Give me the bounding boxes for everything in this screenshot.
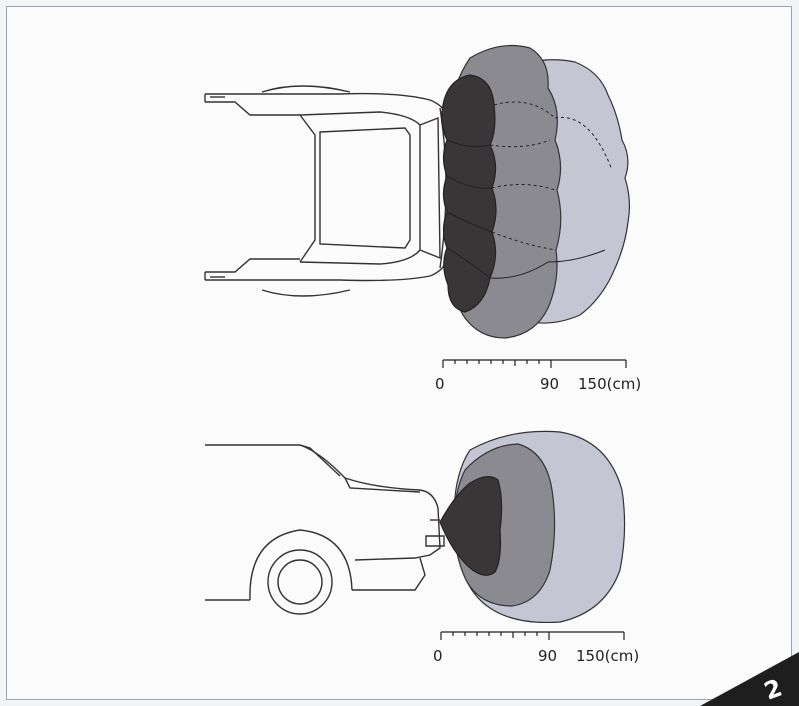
page-frame bbox=[6, 6, 792, 700]
top-scale-bar bbox=[442, 359, 627, 368]
side-view: 0 90 150(cm) bbox=[205, 430, 639, 665]
side-scale-bar bbox=[440, 631, 625, 640]
top-scale-end: 150(cm) bbox=[578, 375, 641, 393]
page-corner-tab: 2 bbox=[700, 652, 799, 706]
car-side-outline bbox=[205, 444, 445, 615]
side-scale-mid: 90 bbox=[538, 647, 557, 665]
top-view: 0 90 150(cm) bbox=[204, 44, 641, 393]
top-scale-mid: 90 bbox=[540, 375, 559, 393]
car-top-outline bbox=[204, 85, 448, 297]
top-scale-zero: 0 bbox=[435, 375, 445, 393]
zone-dotted-lines bbox=[489, 101, 613, 251]
side-detection-zone-near bbox=[439, 476, 503, 576]
side-scale-end: 150(cm) bbox=[576, 647, 639, 665]
side-scale-zero: 0 bbox=[433, 647, 443, 665]
